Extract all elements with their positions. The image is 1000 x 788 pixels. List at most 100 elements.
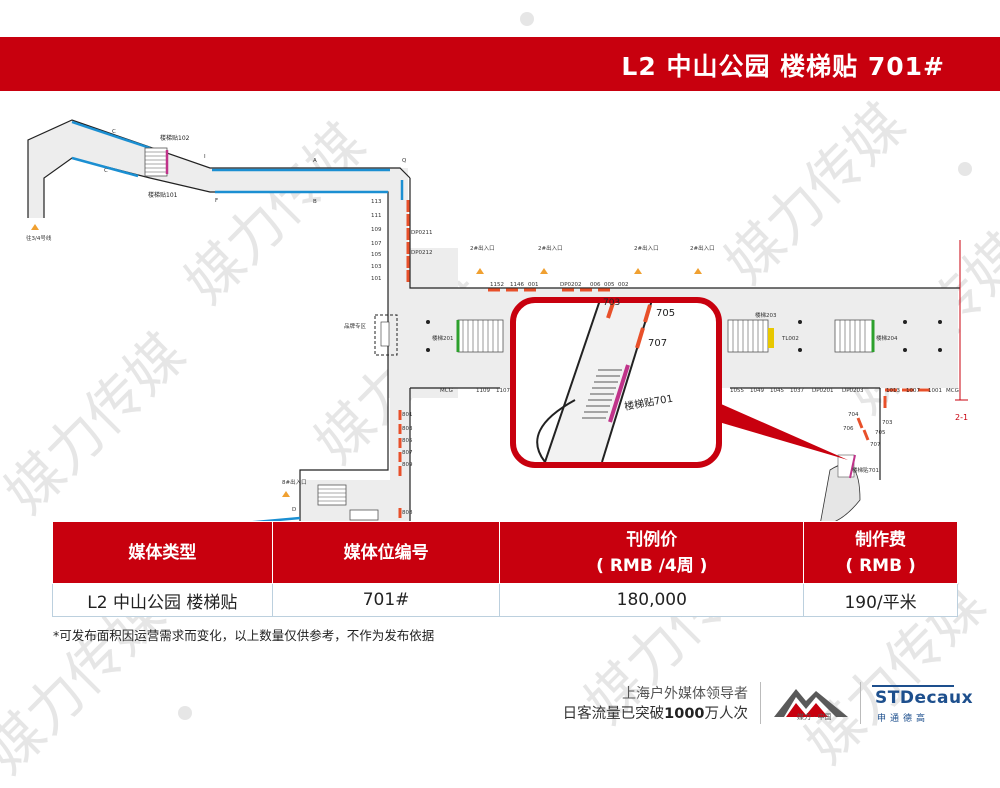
media-808: 808 <box>402 510 413 516</box>
stdecaux-logo-sub: 申通德高 <box>877 714 930 724</box>
disclaimer-note: *可发布面积因运营需求而变化，以上数量仅供参考，不作为发布依据 <box>53 628 435 643</box>
side-label-f: F <box>215 198 218 204</box>
marker-2-1: 2-1 <box>955 413 968 422</box>
table-row: L2 中山公园 楼梯贴 701# 180,000 190/平米 <box>52 583 958 617</box>
media-801: 801 <box>402 412 413 418</box>
media-111: 111 <box>371 213 382 219</box>
media-805: 805 <box>402 438 413 444</box>
col-price-label: 刊例价 ( RMB /4周 ) <box>596 529 708 576</box>
side-label-c2: C <box>104 168 108 174</box>
stair-label-101: 楼梯贴101 <box>148 191 178 199</box>
media-1037: 1037 <box>790 388 804 394</box>
table-header-row: 媒体类型 媒体位编号 刊例价 ( RMB /4周 ) 制作费 ( RMB ) <box>52 521 958 584</box>
watermark-dot <box>178 706 192 720</box>
footer-slogan: 上海户外媒体领导者 日客流量已突破1000万人次 <box>563 684 748 724</box>
col-media-type: 媒体类型 <box>52 521 273 584</box>
side-label-i: I <box>204 154 206 160</box>
slogan-pre: 日客流量已突破 <box>562 706 665 722</box>
media-1001: 1001 <box>928 388 942 394</box>
side-label-q: Q <box>402 158 407 164</box>
dp0212-label: DP0212 <box>411 250 433 256</box>
slogan-line-2: 日客流量已突破1000万人次 <box>563 704 748 724</box>
media-105: 105 <box>371 252 382 258</box>
col-production-fee: 制作费 ( RMB ) <box>803 521 958 584</box>
side-label-c: C <box>112 129 116 135</box>
watermark-dot <box>520 12 534 26</box>
dp0203-label: DP0203 <box>842 388 864 394</box>
slogan-number: 1000 <box>664 706 705 722</box>
page-title: L2 中山公园 楼梯贴 701# <box>621 52 945 81</box>
media-mcg: MCG <box>440 388 453 394</box>
watermark-dot <box>958 162 972 176</box>
stdecaux-logo-line <box>872 685 954 687</box>
media-101: 101 <box>371 276 382 282</box>
stairs-203-label: 楼梯203 <box>755 311 777 319</box>
side-label-d: D <box>292 507 296 513</box>
pricing-table: 媒体类型 媒体位编号 刊例价 ( RMB /4周 ) 制作费 ( RMB ) L… <box>52 521 958 617</box>
cell-production-fee: 190/平米 <box>803 583 958 617</box>
col-media-type-label: 媒体类型 <box>128 542 197 563</box>
media-706: 706 <box>843 426 854 432</box>
side-label-a: A <box>313 158 317 164</box>
stairs-204-label: 楼梯204 <box>876 334 898 342</box>
col-price: 刊例价 ( RMB /4周 ) <box>499 521 805 584</box>
media-002: 002 <box>618 282 629 288</box>
media-mcg-2: MCG <box>946 388 959 394</box>
col-production-fee-label: 制作费 ( RMB ) <box>845 529 916 576</box>
media-707: 707 <box>870 442 881 448</box>
media-704: 704 <box>848 412 859 418</box>
media-1007: 1007 <box>906 388 920 394</box>
media-dp0202: DP0202 <box>560 282 582 288</box>
stdecaux-logo: STDecaux <box>875 688 974 708</box>
media-1055: 1055 <box>730 388 744 394</box>
side-label-b: B <box>313 199 317 205</box>
cell-price: 180,000 <box>499 583 805 617</box>
media-1146: 1146 <box>510 282 524 288</box>
stairs-201-label: 楼梯201 <box>432 334 454 342</box>
exit-label-2b: 2#出入口 <box>538 244 563 252</box>
meili-logo-text: 媒力 · 中国 <box>797 713 832 721</box>
cell-media-type: L2 中山公园 楼梯贴 <box>52 583 273 617</box>
col-media-id-label: 媒体位编号 <box>343 542 429 563</box>
cell-media-id: 701# <box>271 583 501 617</box>
media-1045: 1045 <box>770 388 784 394</box>
media-107: 107 <box>371 241 382 247</box>
to-line-34-label: 往3/4号线 <box>26 234 52 242</box>
media-803: 803 <box>402 426 413 432</box>
media-1109: 1109 <box>476 388 490 394</box>
footer-divider <box>760 682 761 724</box>
media-113: 113 <box>371 199 382 205</box>
dp0211-label: DP0211 <box>411 230 433 236</box>
slogan-post: 万人次 <box>704 706 749 722</box>
media-109: 109 <box>371 227 382 233</box>
media-807: 807 <box>402 450 413 456</box>
media-006: 006 <box>590 282 601 288</box>
zoom-707-label: 707 <box>648 338 667 349</box>
stair-label-102: 楼梯贴102 <box>160 134 190 142</box>
tl002-label: TL002 <box>781 336 799 342</box>
booth-label: 品牌专区 <box>344 322 367 330</box>
title-bar: L2 中山公园 楼梯贴 701# <box>0 37 1000 91</box>
slogan-line-1: 上海户外媒体领导者 <box>622 686 748 702</box>
media-809: 809 <box>402 462 413 468</box>
media-1152: 1152 <box>490 282 504 288</box>
exit-label-8: 8#出入口 <box>282 478 307 486</box>
media-1049: 1049 <box>750 388 764 394</box>
zoom-705-label: 705 <box>656 308 675 319</box>
exit-label-2a: 2#出入口 <box>470 244 495 252</box>
exit-label-2c: 2#出入口 <box>634 244 659 252</box>
media-005: 005 <box>604 282 615 288</box>
exit-label-2d: 2#出入口 <box>690 244 715 252</box>
media-001: 001 <box>528 282 539 288</box>
small-701-label: 楼梯贴701 <box>852 466 879 474</box>
footer-divider <box>860 682 861 724</box>
station-floor-map: 楼梯贴102 楼梯贴101 往3/4号线 C C A B F I Q D 2#出… <box>26 119 968 525</box>
media-103: 103 <box>371 264 382 270</box>
meili-logo-icon <box>774 689 848 717</box>
media-703: 703 <box>882 420 893 426</box>
zoom-703-label: 703 <box>603 298 620 308</box>
col-media-id: 媒体位编号 <box>271 521 501 584</box>
media-1107: 1107 <box>496 388 510 394</box>
media-705: 705 <box>875 430 886 436</box>
dp0201-label: DP0201 <box>812 388 834 394</box>
